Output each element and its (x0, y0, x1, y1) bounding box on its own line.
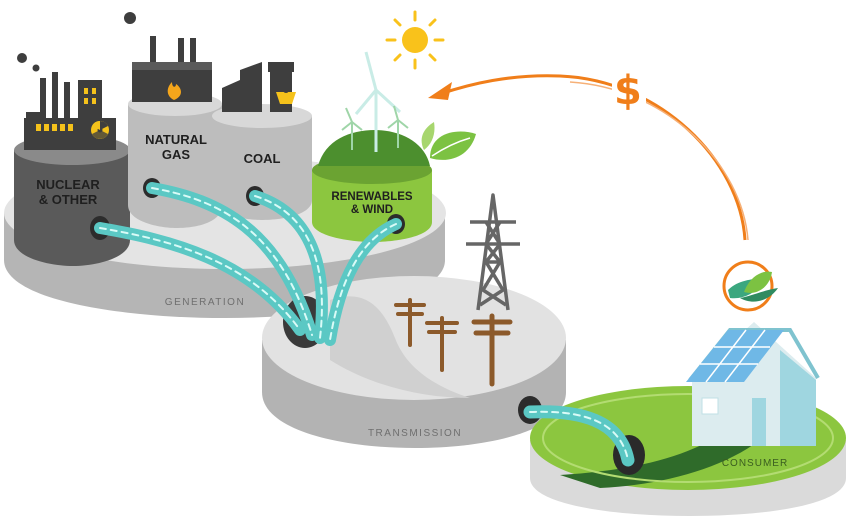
natural-gas-label-line1: NATURAL (145, 132, 207, 147)
coal-label: COAL (243, 151, 281, 166)
natural-gas-plant (124, 12, 222, 228)
coal-plant (212, 62, 312, 220)
dollar-sign: $ (614, 68, 642, 114)
solar-panel-icon (686, 329, 784, 383)
bird-leaf-logo-icon (722, 260, 778, 312)
transmission-platform (262, 276, 566, 448)
wind-turbine-icon (341, 105, 409, 150)
money-flow-arrow (428, 68, 749, 241)
generation-label: GENERATION (164, 297, 246, 308)
natural-gas-label: NATURAL GAS (130, 132, 222, 163)
consumer-label: CONSUMER (721, 458, 789, 469)
nuclear-label-line2: & OTHER (38, 191, 98, 207)
energy-pipes (94, 182, 402, 346)
coal-cart-icon (276, 87, 296, 109)
factory-icon (222, 62, 294, 112)
natural-gas-label-line2: GAS (161, 146, 191, 162)
arrow-icon (428, 82, 452, 100)
consumer-pipe (518, 396, 635, 467)
flame-icon (167, 82, 181, 100)
house-icon (686, 322, 820, 446)
transmission-label: TRANSMISSION (367, 428, 463, 439)
utility-pole-icon (471, 313, 513, 387)
transmission-tower-icon (466, 193, 520, 311)
renewables-label-line2: & WIND (350, 204, 394, 217)
utility-pole-icon (425, 316, 459, 372)
utility-pole-icon (394, 298, 426, 347)
radiation-icon (91, 121, 109, 139)
sun-icon (385, 10, 445, 70)
renewables-label: RENEWABLES & WIND (316, 191, 428, 217)
wind-turbine-icon (354, 51, 402, 152)
nuclear-label: NUCLEAR & OTHER (18, 177, 118, 208)
nuclear-label-line1: NUCLEAR (36, 177, 100, 192)
leaf-icon (421, 122, 476, 160)
renewables-label-line1: RENEWABLES (331, 191, 413, 203)
